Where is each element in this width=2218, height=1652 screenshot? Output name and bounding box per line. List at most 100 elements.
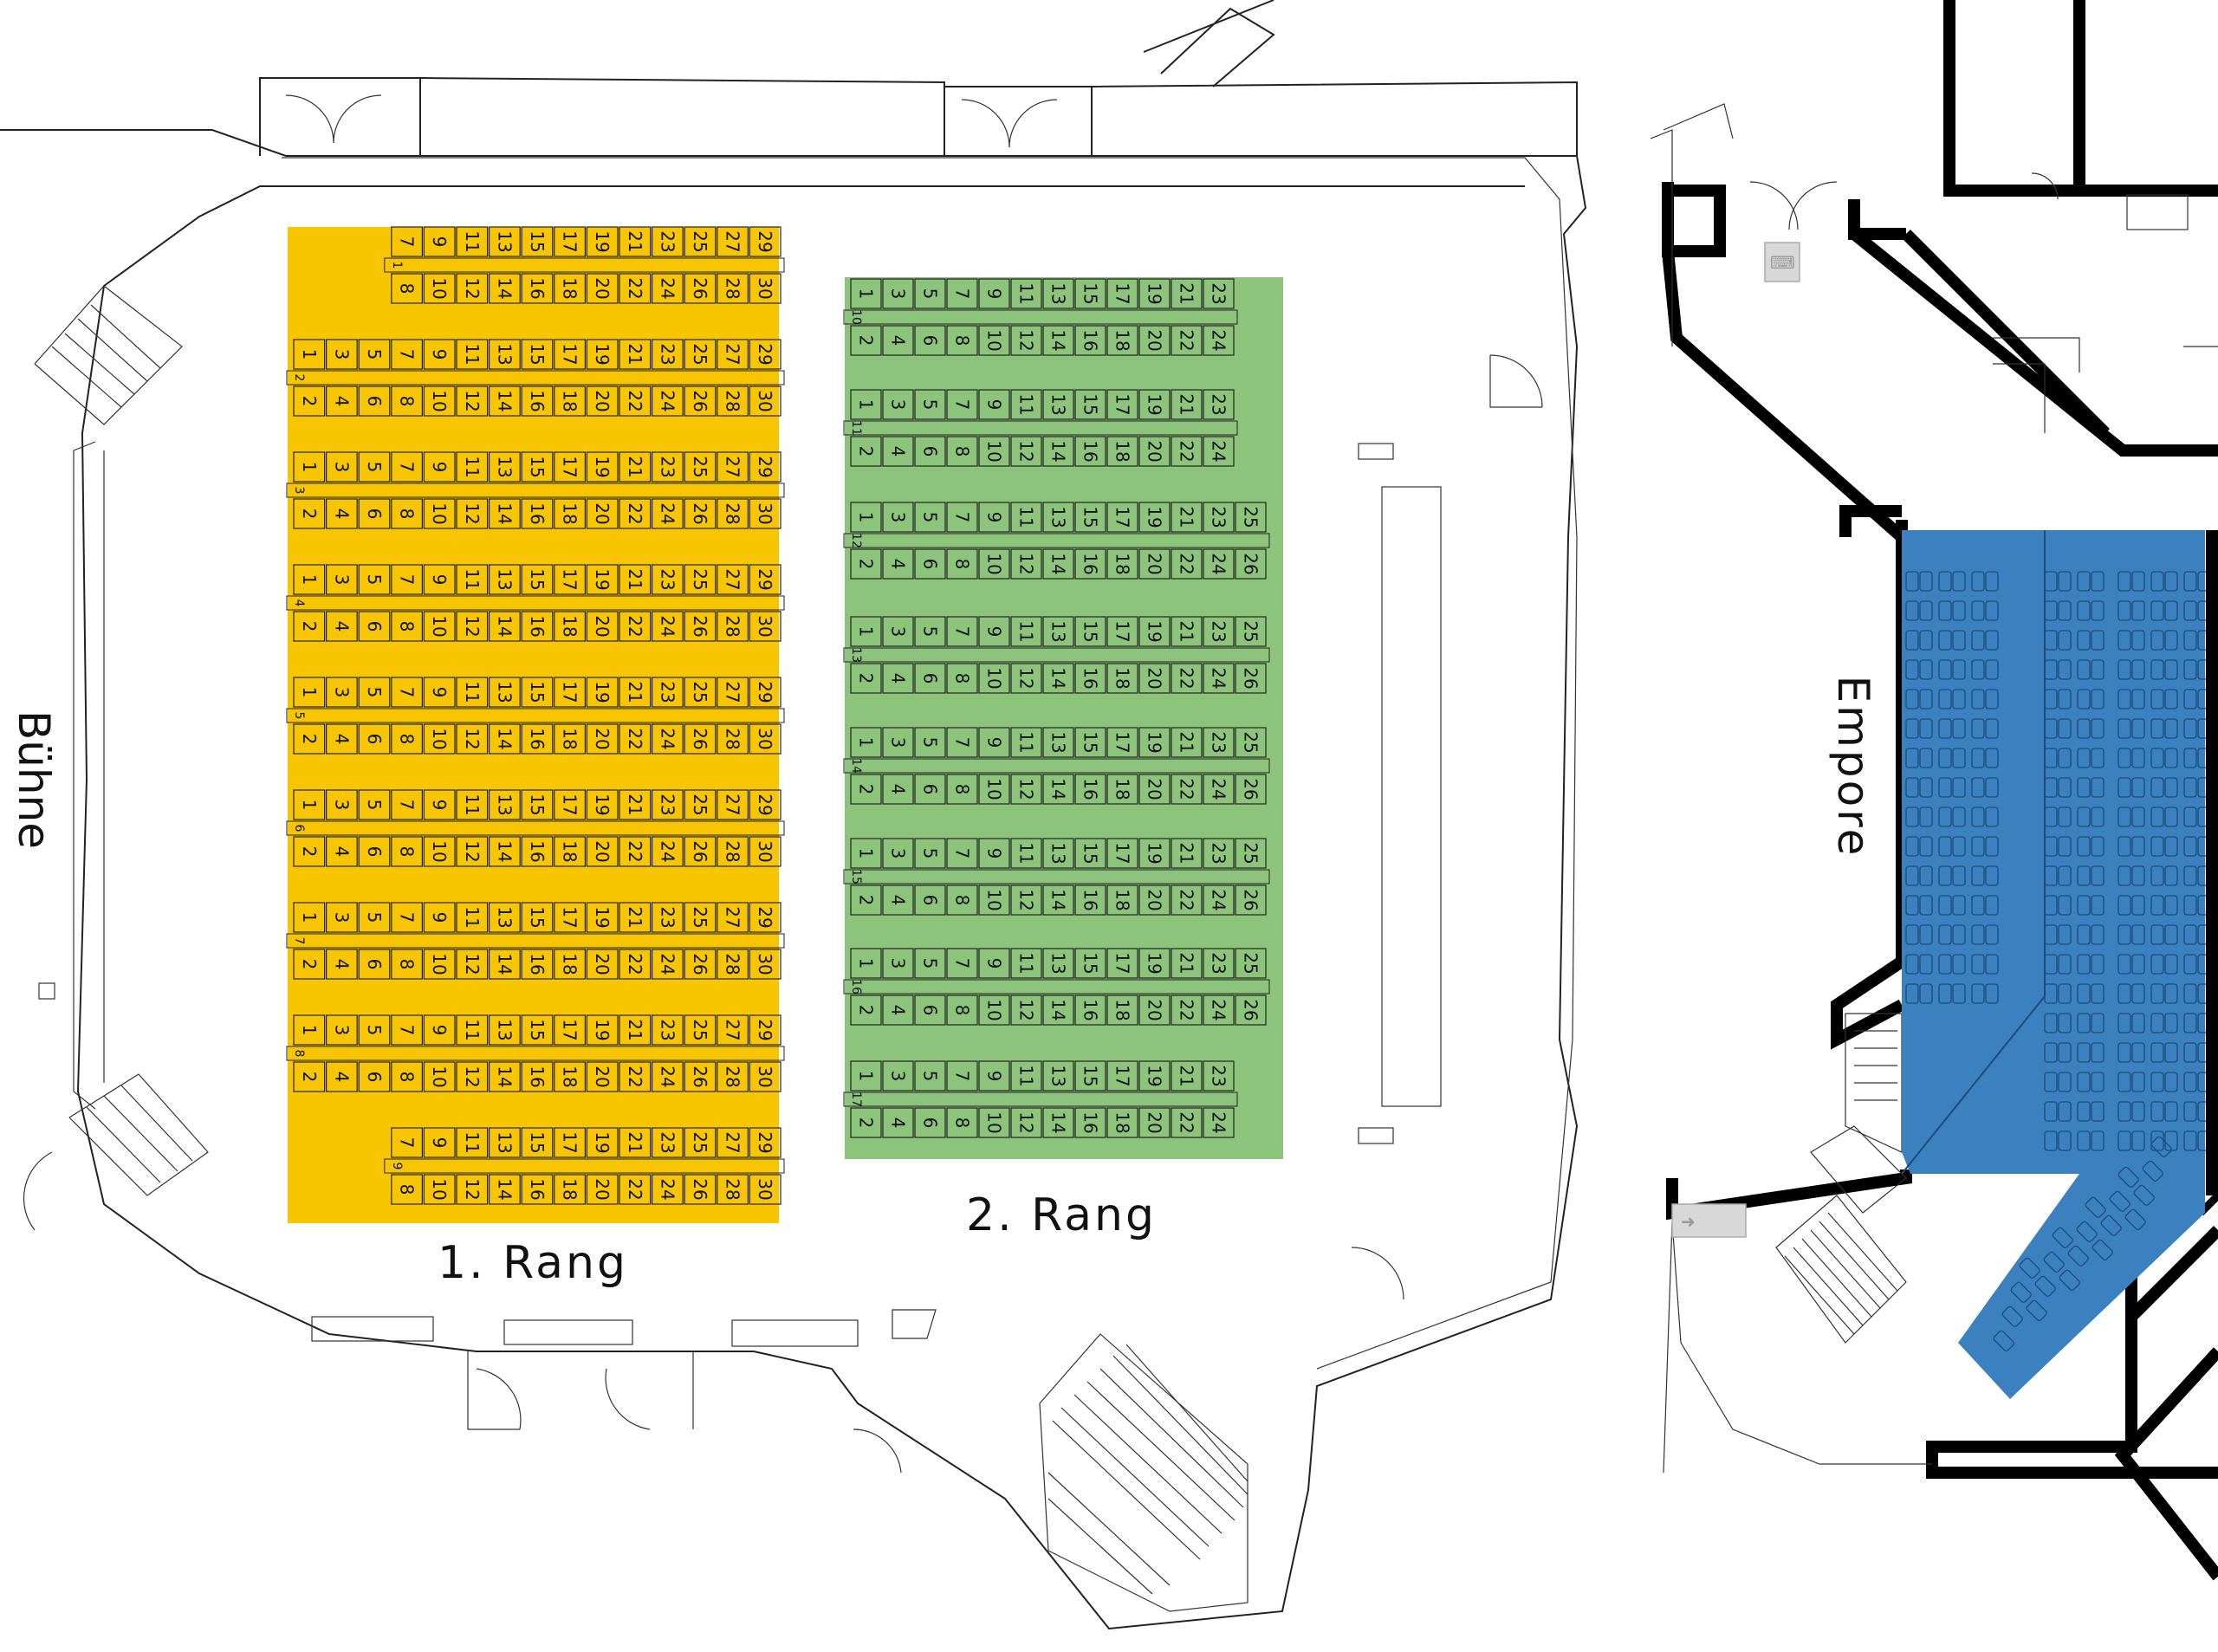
seat xyxy=(1010,1107,1042,1138)
gallery-seat xyxy=(2109,1190,2130,1212)
seat xyxy=(358,789,391,820)
seat xyxy=(978,548,1010,580)
seat xyxy=(717,949,749,980)
seat-number: 27 xyxy=(723,343,743,365)
seat xyxy=(1138,325,1171,356)
gallery-seat xyxy=(1971,777,1985,798)
seat-number: 15 xyxy=(1080,952,1101,974)
seat xyxy=(1171,1060,1203,1092)
gallery-seat xyxy=(2183,748,2197,768)
seat-number: 3 xyxy=(331,800,352,811)
seat xyxy=(358,902,391,933)
seat xyxy=(619,789,652,820)
seat xyxy=(456,949,489,980)
seat-number: 14 xyxy=(1048,667,1069,689)
seat xyxy=(293,949,326,980)
seat-number: 21 xyxy=(1177,952,1197,974)
seat xyxy=(946,838,978,869)
gallery-seat xyxy=(1985,807,1999,827)
seat-number: 14 xyxy=(494,277,515,299)
stage-marker xyxy=(38,982,55,1000)
seat xyxy=(1138,994,1171,1026)
seat xyxy=(684,451,717,483)
seat xyxy=(293,677,326,708)
seat xyxy=(391,789,423,820)
seat xyxy=(1010,774,1042,805)
emergency-exit-icon: ⌨ xyxy=(1764,242,1800,282)
seat xyxy=(1171,838,1203,869)
seat-number: 23 xyxy=(1209,842,1229,864)
row-number: 16 xyxy=(849,979,863,994)
seat-number: 16 xyxy=(1080,778,1101,800)
seat xyxy=(1203,774,1235,805)
seat-number: 14 xyxy=(1048,553,1069,574)
seat-number: 14 xyxy=(494,615,515,637)
seat xyxy=(1203,884,1235,916)
seat xyxy=(717,836,749,867)
seat xyxy=(1042,1060,1074,1092)
seat-number: 15 xyxy=(1080,506,1101,528)
gallery-seat xyxy=(1905,571,1919,592)
seat-number: 17 xyxy=(1112,282,1133,304)
seat-number: 17 xyxy=(560,230,580,252)
gallery-seat xyxy=(1938,807,1952,827)
seat-number: 10 xyxy=(429,390,450,411)
seat xyxy=(1138,616,1171,647)
gallery-seat xyxy=(2164,983,2178,1004)
gallery-seat xyxy=(2077,659,2091,680)
seat-number: 5 xyxy=(920,288,941,300)
gallery-seat xyxy=(2183,659,2197,680)
seat-number: 7 xyxy=(952,626,973,638)
seat xyxy=(717,498,749,529)
gallery-seat xyxy=(1952,630,1966,651)
seat-number: 8 xyxy=(397,1072,418,1083)
seat-number: 23 xyxy=(657,794,678,815)
seat-number: 25 xyxy=(1241,842,1261,864)
seat-number: 18 xyxy=(1112,1111,1133,1133)
gallery-seat xyxy=(2117,865,2131,886)
seat-number: 15 xyxy=(527,906,548,928)
seat-number: 19 xyxy=(592,568,613,590)
gallery-seat xyxy=(1985,836,1999,857)
seat-number: 23 xyxy=(657,456,678,477)
seat-number: 22 xyxy=(1177,999,1197,1020)
seat xyxy=(978,616,1010,647)
seat xyxy=(850,502,882,533)
gallery-seat xyxy=(1938,954,1952,975)
seat-number: 21 xyxy=(625,230,645,252)
gallery-seat xyxy=(2077,983,2091,1004)
gallery-seat xyxy=(1971,954,1985,975)
gallery-seat xyxy=(2117,748,2131,768)
seat-number: 6 xyxy=(364,846,385,858)
gallery-seat xyxy=(2076,1221,2098,1242)
gallery-seat xyxy=(2058,1013,2072,1033)
seat xyxy=(1042,436,1074,467)
seat xyxy=(326,677,358,708)
seat-number: 3 xyxy=(888,958,909,969)
seat xyxy=(1138,502,1171,533)
row-bar xyxy=(843,869,1270,884)
seat xyxy=(293,723,326,755)
seat-number: 8 xyxy=(952,784,973,795)
seat-number: 11 xyxy=(462,794,483,815)
seat-number: 23 xyxy=(1209,952,1229,974)
seat xyxy=(456,677,489,708)
seat xyxy=(882,548,914,580)
seat xyxy=(1203,663,1235,694)
seat-number: 5 xyxy=(364,912,385,923)
seat xyxy=(882,884,914,916)
seat xyxy=(1074,436,1106,467)
gallery-seat xyxy=(2058,1042,2072,1063)
seat xyxy=(1106,948,1138,979)
seat-number: 18 xyxy=(1112,440,1133,462)
seat-number: 20 xyxy=(1145,999,1165,1020)
seat-number: 10 xyxy=(429,953,450,975)
row-number: 13 xyxy=(849,647,863,663)
seat-number: 10 xyxy=(984,999,1005,1020)
seat xyxy=(488,226,521,257)
seat-number: 19 xyxy=(1145,1065,1165,1086)
seat xyxy=(521,611,554,642)
seat-number: 2 xyxy=(856,559,877,570)
svg-text:➜: ➜ xyxy=(1681,1211,1696,1232)
gallery-seat xyxy=(1905,600,1919,621)
